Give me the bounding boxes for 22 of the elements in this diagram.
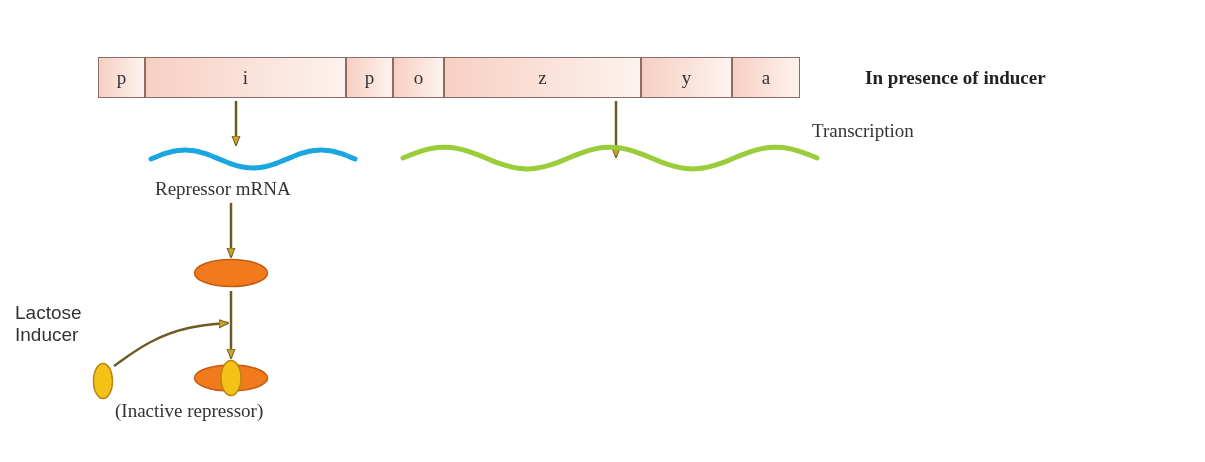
gene-segment: p bbox=[346, 57, 393, 98]
arrow bbox=[611, 101, 621, 159]
caption-text: Lactose Inducer bbox=[15, 302, 83, 346]
heading: In presence of inducer bbox=[865, 67, 1046, 89]
inactive-repressor-complex bbox=[193, 359, 269, 397]
gene-segment: y bbox=[641, 57, 732, 98]
caption-text: Repressor mRNA bbox=[155, 178, 291, 200]
transcript-wave bbox=[400, 143, 820, 173]
gene-segment: o bbox=[393, 57, 444, 98]
repressor-protein bbox=[193, 258, 269, 288]
mrna-wave bbox=[148, 146, 358, 172]
arrow bbox=[226, 291, 236, 360]
caption-text: (Inactive repressor) bbox=[115, 400, 264, 422]
caption-text: Transcription bbox=[812, 120, 914, 142]
arrow bbox=[226, 202, 236, 259]
arrow bbox=[113, 319, 230, 367]
gene-segment: a bbox=[732, 57, 800, 98]
gene-segment: i bbox=[145, 57, 346, 98]
inducer-ellipse bbox=[92, 362, 114, 400]
arrow bbox=[231, 101, 241, 147]
gene-segment: z bbox=[444, 57, 641, 98]
gene-segment: p bbox=[98, 57, 145, 98]
